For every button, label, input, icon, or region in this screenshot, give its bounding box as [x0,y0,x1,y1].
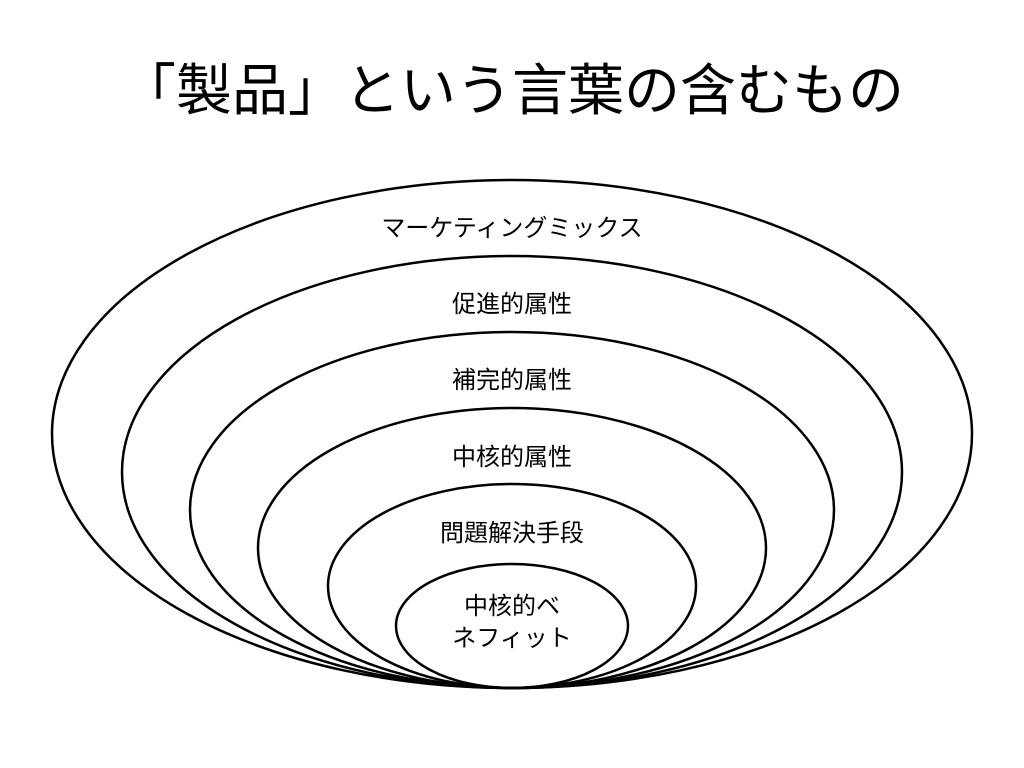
layer-label-marketing-mix: マーケティングミックス [381,214,642,242]
layer-label-core-attributes: 中核的属性 [452,443,572,471]
layer-label-problem-solving: 問題解決手段 [440,519,584,547]
layer-ellipse-problem-solving [326,482,698,690]
layer-label-complementary-attributes: 補完的属性 [452,366,572,394]
layer-label-core-benefit-line1: 中核的ベ [464,592,560,620]
layer-label-core-benefit-line2: ネフィット [452,624,572,652]
layer-label-promotional-attributes: 促進的属性 [452,290,572,318]
layer-ellipse-core-benefit [394,562,630,690]
slide-title: 「製品」という言葉の含むもの [120,59,904,124]
